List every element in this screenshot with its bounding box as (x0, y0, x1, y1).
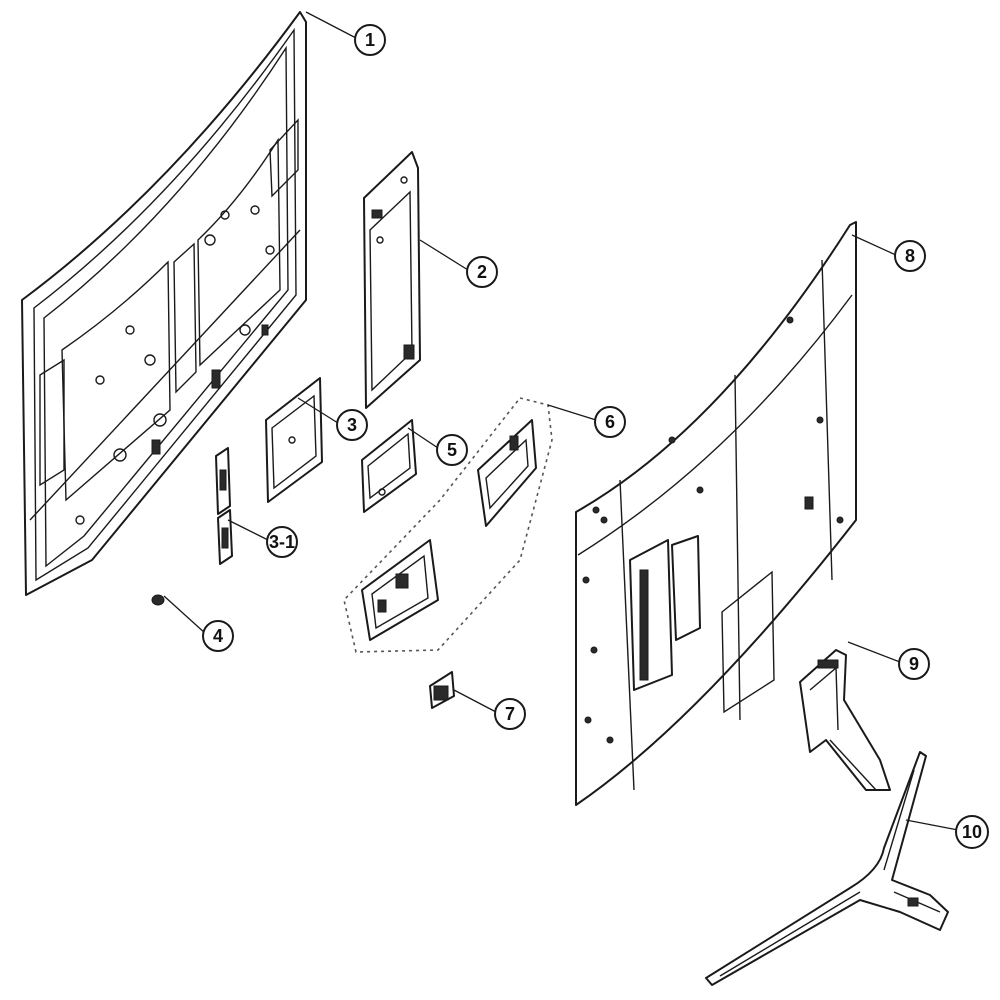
callout-9-label: 9 (909, 654, 919, 674)
part-9-stand-neck (799, 649, 891, 791)
part-3-1-brackets (215, 447, 233, 565)
part-10-stand-base (705, 751, 949, 986)
callout-8: 8 (894, 240, 926, 272)
callout-3-1-label: 3-1 (269, 532, 295, 552)
callout-3: 3 (336, 409, 368, 441)
callout-6: 6 (594, 406, 626, 438)
part-4-screw (151, 594, 165, 606)
callout-4-label: 4 (213, 626, 223, 646)
callout-4: 4 (202, 620, 234, 652)
part-6-speaker-assembly (343, 397, 553, 653)
callout-10-label: 10 (962, 822, 982, 842)
callout-7: 7 (494, 698, 526, 730)
part-5-small-board (361, 419, 417, 513)
callout-2: 2 (466, 256, 498, 288)
part-3-sub-board (265, 377, 323, 503)
callout-7-label: 7 (505, 704, 515, 724)
callout-1: 1 (354, 24, 386, 56)
callout-9: 9 (898, 648, 930, 680)
callout-1-label: 1 (365, 30, 375, 50)
callout-8-label: 8 (905, 246, 915, 266)
callout-5-label: 5 (447, 440, 457, 460)
callout-6-label: 6 (605, 412, 615, 432)
leader-lines (163, 11, 959, 831)
part-8-rear-cover (575, 221, 857, 806)
part-1-curved-frame (21, 11, 307, 596)
callout-3-label: 3 (347, 415, 357, 435)
callout-10: 10 (955, 815, 989, 849)
callout-2-label: 2 (477, 262, 487, 282)
callout-3-1: 3-1 (266, 526, 298, 558)
part-7-connector (429, 671, 455, 709)
callout-5: 5 (436, 434, 468, 466)
part-2-main-board (363, 151, 421, 409)
